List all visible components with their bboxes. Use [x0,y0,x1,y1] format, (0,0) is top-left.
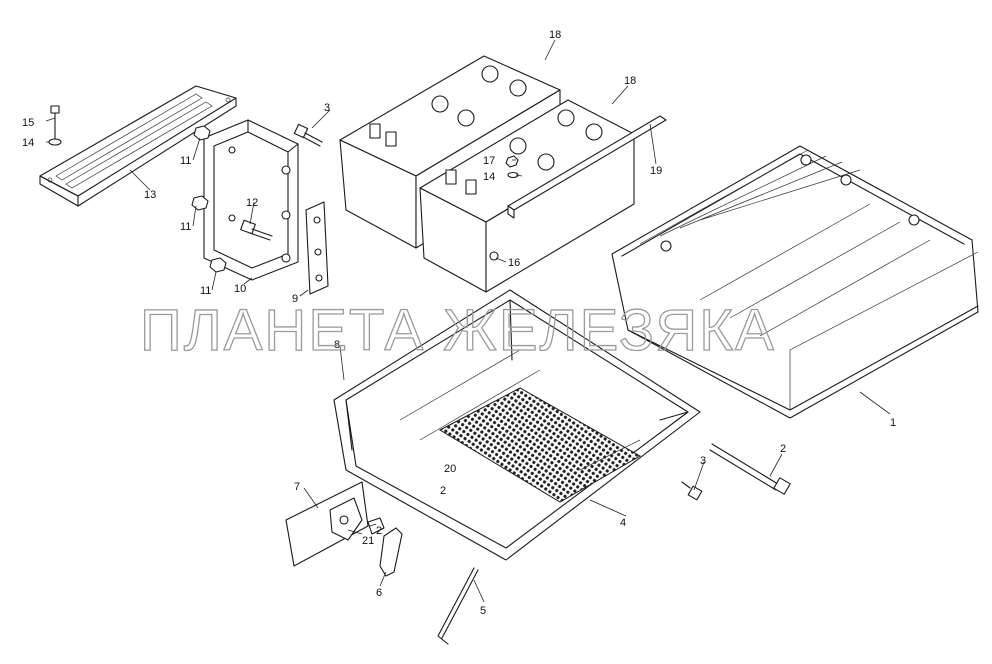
callout-1: 1 [890,417,896,429]
callout-8: 8 [334,339,340,351]
callout-15: 15 [22,117,34,129]
callout-12: 12 [246,197,258,209]
callout-21: 21 [362,535,374,547]
callout-4: 4 [620,517,626,529]
callout-14a: 14 [22,137,34,149]
callout-6: 6 [376,587,382,599]
part-16 [489,251,499,261]
battery-cover [611,145,979,419]
callout-13: 13 [144,189,156,201]
callout-labels: 18 18 19 17 14 16 3 11 11 11 12 10 13 15… [22,29,896,617]
nut-17 [505,155,519,168]
washer-14 [48,138,62,146]
latch-parts [329,497,403,577]
bolt-3-lower [681,481,703,501]
plate [305,201,329,295]
callout-18a: 18 [549,29,561,41]
battery-front [419,99,635,293]
leader-lines [45,39,891,603]
callout-11a: 11 [180,155,191,167]
bolt-15 [50,105,60,141]
callout-18b: 18 [624,75,636,87]
callout-2c: 2 [440,485,446,497]
callout-2b: 2 [376,525,382,537]
callout-16: 16 [508,257,520,269]
callout-5: 5 [480,605,486,617]
bracket [203,119,299,281]
mounting-strip [39,85,237,207]
rod-5 [437,567,479,645]
bolt-12 [240,219,273,241]
battery-tray [333,289,701,561]
long-bolt-2 [709,443,791,495]
mesh-mat [438,387,642,503]
callout-10: 10 [234,283,246,295]
callout-3b: 3 [700,455,706,467]
hold-down-rod [507,115,667,219]
callout-11c: 11 [200,285,211,297]
nuts-11 [191,125,227,273]
callout-7: 7 [294,481,300,493]
callout-20: 20 [444,463,456,475]
callout-11b: 11 [180,221,191,233]
callout-3a: 3 [324,102,330,114]
watermark: ПЛАНЕТА ЖЕЛЕЗЯКА [140,298,776,363]
callout-14b: 14 [483,171,495,183]
bolt-3-upper [293,123,323,147]
callout-2: 2 [780,443,786,455]
callout-19: 19 [650,165,662,177]
callout-9: 9 [292,293,298,305]
callout-17: 17 [483,155,495,167]
